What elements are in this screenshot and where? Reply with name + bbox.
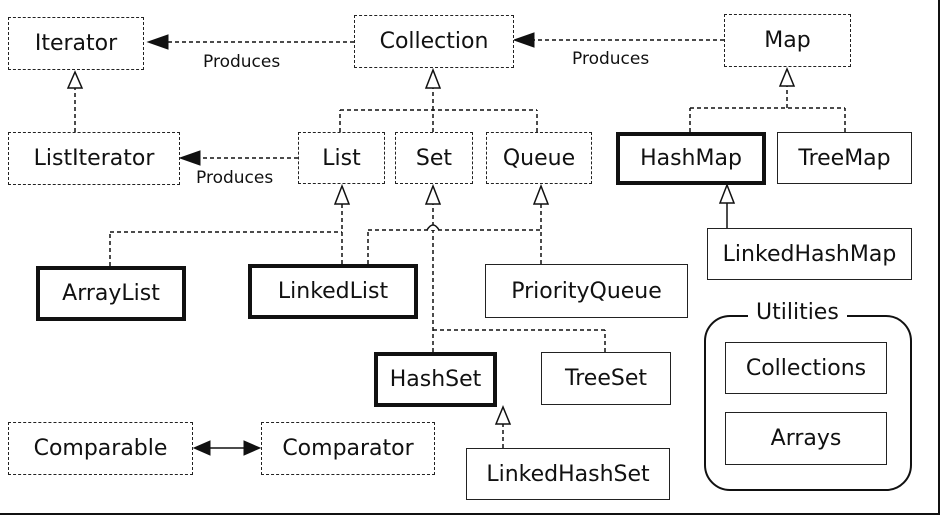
collection-label: Collection [379,29,489,54]
comparable-box: Comparable [8,422,193,475]
hollow-arrow-iterator [66,70,84,89]
produces-label-iterator: Produces [203,52,281,72]
hash-map-label: HashMap [640,146,742,171]
hollow-arrow-hashset [494,405,512,425]
arrowhead-comparable [192,440,211,456]
linked-hash-map-label: LinkedHashMap [722,241,897,267]
list-iterator-label: ListIterator [33,146,155,171]
tree-set-label: TreeSet [565,366,647,391]
utilities-title: Utilities [748,300,847,327]
arrowhead-iterator [146,34,169,50]
hash-map-box: HashMap [616,132,766,185]
queue-label: Queue [502,145,576,171]
hollow-arrow-list [333,183,351,205]
hollow-arrow-collection [424,67,442,89]
comparator-label: Comparator [282,436,414,461]
hollow-arrow-queue [532,183,550,205]
set-label: Set [415,145,453,171]
linked-hash-set-label: LinkedHashSet [486,461,650,487]
priority-queue-box: PriorityQueue [485,264,688,318]
collections-box: Collections [725,342,887,394]
arrowhead-list-iterator [178,150,201,166]
collection-box: Collection [354,15,514,68]
arrays-label: Arrays [770,426,842,451]
hollow-arrow-set [424,183,442,205]
priority-queue-label: PriorityQueue [511,278,662,304]
line-hop [426,224,440,231]
comparable-label: Comparable [33,436,168,461]
produces-label-list-iterator: Produces [196,168,274,188]
hash-set-label: HashSet [389,367,482,392]
linked-list-box: LinkedList [248,264,418,319]
list-iterator-box: ListIterator [8,132,180,185]
list-label: List [322,145,361,171]
array-list-label: ArrayList [62,281,160,306]
hollow-arrow-hashmap [718,182,736,204]
tree-map-box: TreeMap [777,132,912,184]
comparator-box: Comparator [261,422,435,475]
produces-label-collection: Produces [572,49,650,69]
list-box: List [298,132,385,184]
map-label: Map [764,28,811,53]
arrowhead-collection [512,32,535,48]
linked-hash-set-box: LinkedHashSet [466,448,670,500]
hash-set-box: HashSet [374,352,497,407]
map-box: Map [724,14,851,67]
array-list-box: ArrayList [36,266,186,321]
linked-list-label: LinkedList [277,279,389,304]
tree-set-box: TreeSet [541,352,671,405]
hollow-arrow-map [778,67,796,87]
iterator-label: Iterator [34,31,118,56]
iterator-box: Iterator [8,17,144,70]
tree-map-label: TreeMap [798,145,891,171]
arrays-box: Arrays [725,412,887,465]
linked-hash-map-box: LinkedHashMap [707,228,912,280]
queue-box: Queue [486,132,592,184]
arrowhead-comparator [243,440,262,456]
set-box: Set [395,132,473,184]
collections-label: Collections [745,355,867,381]
